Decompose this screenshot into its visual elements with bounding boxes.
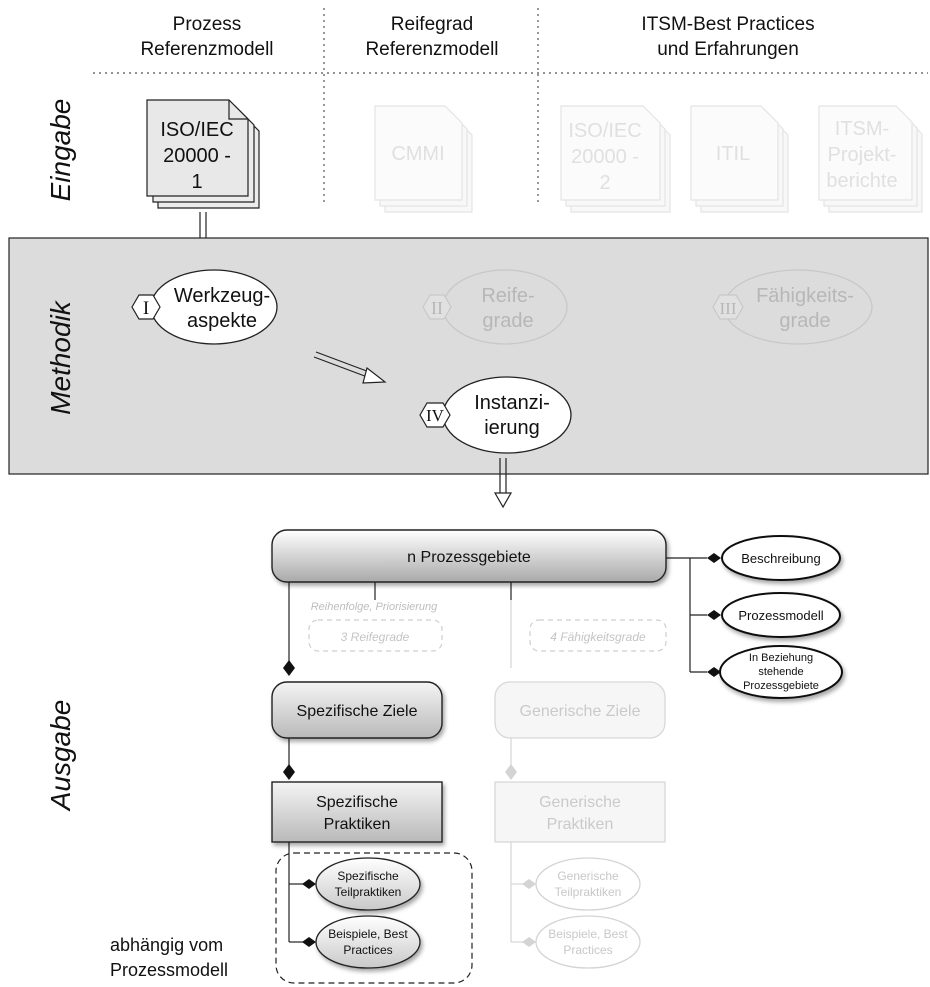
svg-text:Spezifische: Spezifische xyxy=(337,869,399,883)
svg-text:Spezifische Ziele: Spezifische Ziele xyxy=(297,703,418,720)
svg-text:Beispiele, Best: Beispiele, Best xyxy=(328,927,408,941)
document-iso-20000-1: ISO/IEC 20000 - 1 xyxy=(146,99,260,209)
svg-text:grade: grade xyxy=(482,310,533,332)
section-label-ausgabe: Ausgabe xyxy=(45,700,76,813)
svg-text:Prozessgebiete: Prozessgebiete xyxy=(743,680,819,692)
oval-spezifische-teilpraktiken: Spezifische Teilpraktiken xyxy=(315,857,421,911)
header-itsm-best-practices: ITSM-Best Practices und Erfahrungen xyxy=(641,14,814,60)
svg-text:Praktiken: Praktiken xyxy=(547,816,614,833)
svg-text:20000 -: 20000 - xyxy=(571,146,639,168)
svg-text:Spezifische: Spezifische xyxy=(316,794,398,811)
method-step-reifegrade: II Reife- grade xyxy=(422,269,568,345)
document-itsm-projektberichte: ITSM- Projekt- berichte xyxy=(818,105,923,213)
diamonds-active xyxy=(283,553,721,947)
svg-text:n Prozessgebiete: n Prozessgebiete xyxy=(407,549,531,566)
svg-text:Teilpraktiken: Teilpraktiken xyxy=(555,885,622,899)
header-reifegrad-referenzmodell: Reifegrad Referenzmodell xyxy=(365,14,498,60)
svg-text:ITSM-Best Practices: ITSM-Best Practices xyxy=(641,14,814,35)
svg-text:Teilpraktiken: Teilpraktiken xyxy=(335,885,402,899)
svg-text:I: I xyxy=(143,298,149,319)
header-prozess-referenzmodell: Prozess Referenzmodell xyxy=(140,14,273,60)
svg-text:Werkzeug-: Werkzeug- xyxy=(174,285,270,307)
svg-text:20000 -: 20000 - xyxy=(163,145,231,167)
box-generische-praktiken: Generische Praktiken xyxy=(494,781,666,843)
arrow-werkzeug-to-instanzierung xyxy=(313,351,387,384)
svg-text:Projekt-: Projekt- xyxy=(828,144,897,166)
document-itil: ITIL xyxy=(690,105,789,213)
svg-text:grade: grade xyxy=(779,310,830,332)
method-step-werkzeugaspekte: I Werkzeug- aspekte xyxy=(131,269,278,345)
svg-text:ISO/IEC: ISO/IEC xyxy=(160,119,233,141)
svg-text:IV: IV xyxy=(426,406,445,425)
arrow-methodik-to-ausgabe xyxy=(493,458,513,509)
svg-text:CMMI: CMMI xyxy=(391,143,444,165)
oval-prozessmodell: Prozessmodell xyxy=(721,592,841,638)
svg-text:Generische: Generische xyxy=(557,869,619,883)
svg-text:ITSM-: ITSM- xyxy=(835,118,889,140)
svg-text:Prozessmodell: Prozessmodell xyxy=(110,960,228,980)
svg-text:Reife-: Reife- xyxy=(481,285,534,307)
label-abhaengig-vom-prozessmodell: abhängig vom Prozessmodell xyxy=(110,935,228,980)
svg-text:Practices: Practices xyxy=(563,943,612,957)
svg-text:Beispiele, Best: Beispiele, Best xyxy=(548,927,628,941)
svg-text:Prozess: Prozess xyxy=(173,14,242,35)
svg-text:Fähigkeits-: Fähigkeits- xyxy=(756,285,854,307)
svg-text:2: 2 xyxy=(599,172,610,194)
method-step-instanzierung: IV Instanzi- ierung xyxy=(419,376,572,454)
svg-text:stehende: stehende xyxy=(758,666,803,678)
svg-text:ITIL: ITIL xyxy=(716,143,750,165)
document-iso-20000-2: ISO/IEC 20000 - 2 xyxy=(560,105,671,213)
oval-beschreibung: Beschreibung xyxy=(721,535,841,581)
svg-text:3 Reifegrade: 3 Reifegrade xyxy=(341,630,410,644)
svg-text:abhängig vom: abhängig vom xyxy=(110,935,223,955)
svg-text:berichte: berichte xyxy=(826,170,897,192)
group-prozessmodell-abhaengig xyxy=(275,852,473,984)
svg-text:Generische Ziele: Generische Ziele xyxy=(520,703,641,720)
oval-generische-beispiele: Beispiele, Best Practices xyxy=(535,915,641,969)
label-reihenfolge: Reihenfolge, Priorisierung xyxy=(311,601,438,613)
svg-text:ierung: ierung xyxy=(484,417,540,439)
box-spezifische-ziele: Spezifische Ziele xyxy=(271,681,443,739)
box-spezifische-praktiken: Spezifische Praktiken xyxy=(271,781,443,843)
svg-text:Generische: Generische xyxy=(539,794,621,811)
svg-text:Referenzmodell: Referenzmodell xyxy=(365,39,498,60)
svg-text:Praktiken: Praktiken xyxy=(324,816,391,833)
oval-in-beziehung-stehende-prozessgebiete: In Beziehung stehende Prozessgebiete xyxy=(719,645,843,699)
svg-text:Practices: Practices xyxy=(343,943,392,957)
diamonds-faded xyxy=(505,764,536,947)
oval-beispiele-best-practices: Beispiele, Best Practices xyxy=(315,915,421,969)
svg-text:1: 1 xyxy=(191,171,202,193)
svg-text:Reifegrad: Reifegrad xyxy=(391,14,473,35)
box-generische-ziele: Generische Ziele xyxy=(494,681,666,739)
svg-text:Beschreibung: Beschreibung xyxy=(741,551,821,566)
svg-text:III: III xyxy=(720,299,737,318)
svg-text:4 Fähigkeitsgrade: 4 Fähigkeitsgrade xyxy=(550,630,646,644)
section-label-methodik: Methodik xyxy=(45,299,76,415)
svg-text:II: II xyxy=(431,298,443,318)
svg-text:Instanzi-: Instanzi- xyxy=(474,392,550,414)
svg-text:aspekte: aspekte xyxy=(187,310,257,332)
svg-text:und Erfahrungen: und Erfahrungen xyxy=(657,39,799,60)
svg-text:In Beziehung: In Beziehung xyxy=(749,652,813,664)
box-3-reifegrade: 3 Reifegrade xyxy=(308,619,443,652)
oval-generische-teilpraktiken: Generische Teilpraktiken xyxy=(535,857,641,911)
svg-text:Referenzmodell: Referenzmodell xyxy=(140,39,273,60)
section-label-eingabe: Eingabe xyxy=(45,99,76,202)
box-4-faehigkeitsgrade: 4 Fähigkeitsgrade xyxy=(529,619,667,652)
document-cmmi: CMMI xyxy=(374,105,473,213)
method-step-faehigkeitsgrade: III Fähigkeits- grade xyxy=(712,269,873,345)
svg-text:Prozessmodell: Prozessmodell xyxy=(738,608,823,623)
svg-text:ISO/IEC: ISO/IEC xyxy=(568,120,641,142)
output-prozessgebiete: n Prozessgebiete xyxy=(271,529,667,583)
